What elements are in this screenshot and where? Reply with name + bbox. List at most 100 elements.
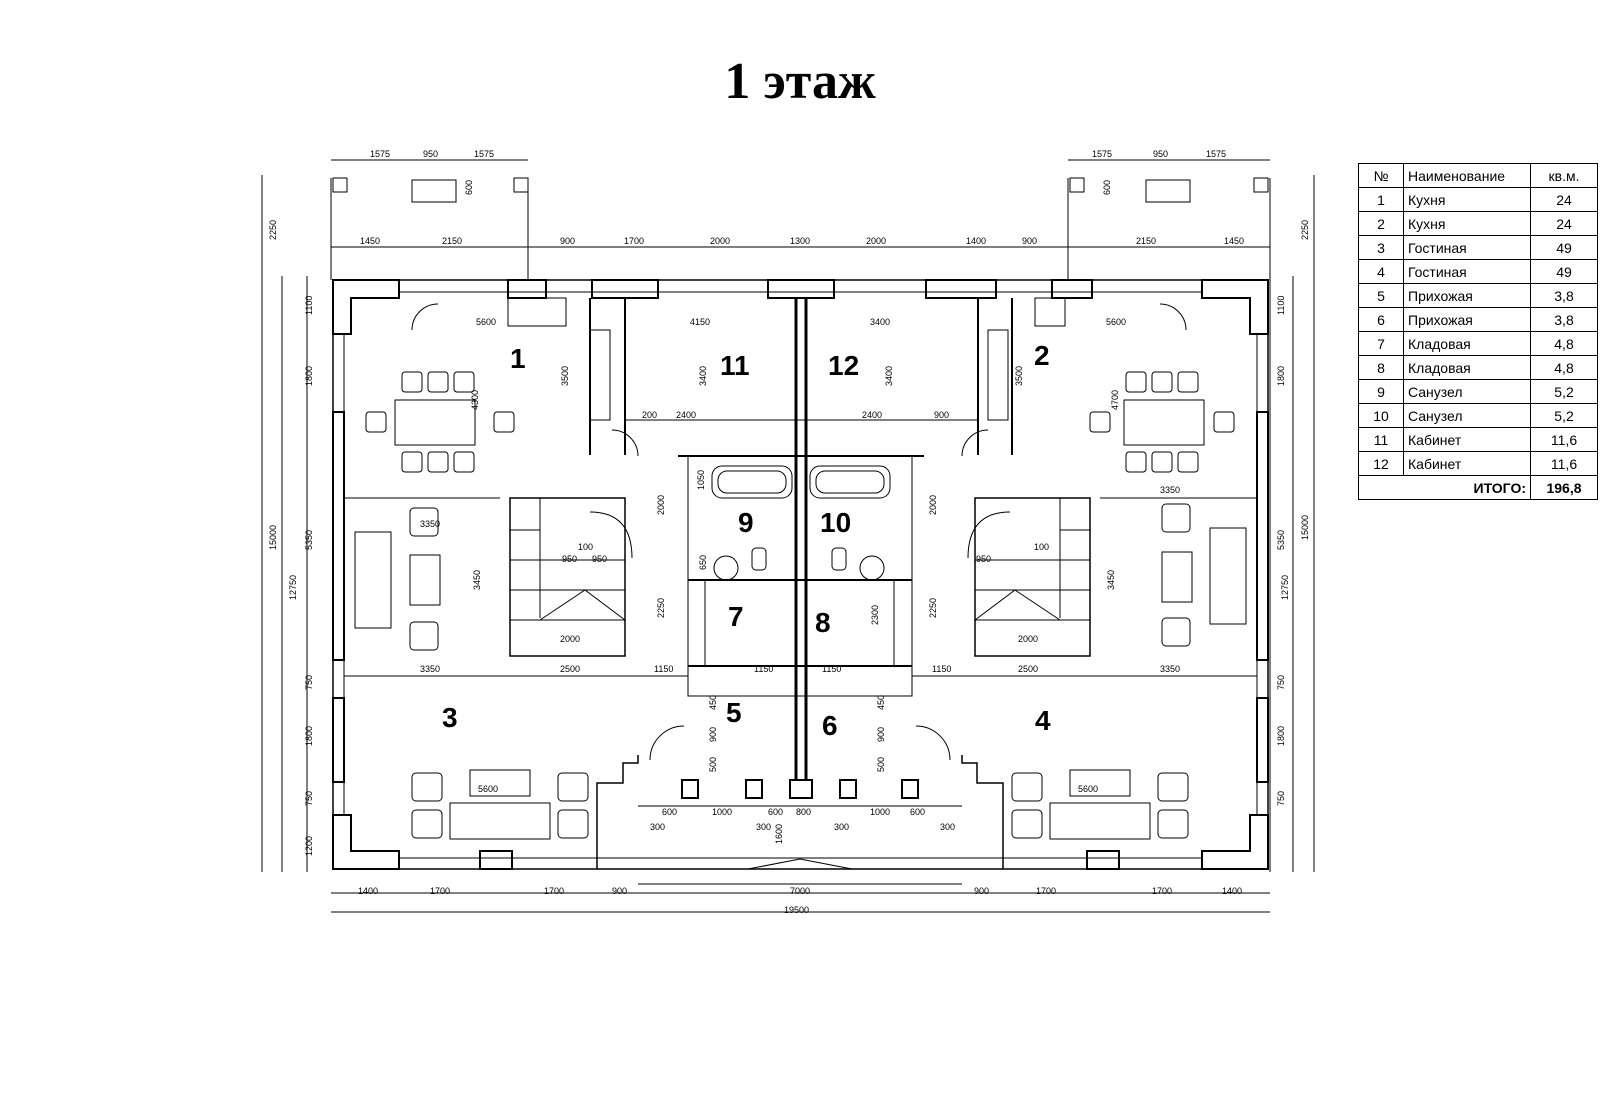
dim-label: 200 bbox=[642, 410, 657, 420]
dim-label: 1575 bbox=[1206, 149, 1226, 159]
bathtub-icon bbox=[809, 465, 891, 499]
dim-label: 7000 bbox=[790, 886, 810, 896]
dim-label: 2150 bbox=[1136, 236, 1156, 246]
room-number: 5 bbox=[726, 697, 742, 728]
window-left bbox=[332, 411, 345, 661]
room-area: 5,2 bbox=[1530, 379, 1598, 404]
door-swing bbox=[411, 303, 439, 331]
room-name: Санузел bbox=[1403, 379, 1531, 404]
porch-column bbox=[513, 177, 529, 193]
room-name: Гостиная bbox=[1403, 235, 1531, 260]
row-number: 2 bbox=[1358, 211, 1404, 236]
dim-label: 900 bbox=[1022, 236, 1037, 246]
dim-label: 2250 bbox=[268, 220, 278, 240]
dim-label: 12750 bbox=[288, 575, 298, 600]
dim-label: 1800 bbox=[1276, 726, 1286, 746]
wall-pier bbox=[479, 850, 513, 870]
table-total-row: ИТОГО: 196,8 bbox=[1358, 475, 1598, 500]
room-area: 24 bbox=[1530, 187, 1598, 212]
wall-pier bbox=[507, 279, 547, 299]
wall-pier bbox=[1051, 279, 1093, 299]
total-label: ИТОГО: bbox=[1358, 475, 1531, 500]
dim-label: 1150 bbox=[822, 664, 841, 674]
dim-label: 450 bbox=[876, 695, 886, 710]
room-area: 24 bbox=[1530, 211, 1598, 236]
room-name: Прихожая bbox=[1403, 283, 1531, 308]
dim-label: 500 bbox=[708, 757, 718, 772]
sink-icon bbox=[713, 555, 739, 581]
corner-block-se bbox=[1201, 814, 1269, 870]
row-number: 9 bbox=[1358, 379, 1404, 404]
porch-column bbox=[1069, 177, 1085, 193]
entrance-pier bbox=[901, 779, 919, 799]
dim-label: 300 bbox=[834, 822, 849, 832]
kitchen-counter bbox=[589, 329, 611, 421]
dim-label: 900 bbox=[876, 727, 886, 742]
room-area: 49 bbox=[1530, 235, 1598, 260]
dim-label: 950 bbox=[423, 149, 438, 159]
window-left-lower bbox=[332, 697, 345, 783]
row-number: 11 bbox=[1358, 427, 1404, 452]
dim-label: 2250 bbox=[656, 598, 666, 618]
dim-label: 2000 bbox=[928, 495, 938, 515]
dim-label: 900 bbox=[560, 236, 575, 246]
page-title: 1 этаж bbox=[724, 53, 876, 110]
total-value: 196,8 bbox=[1530, 475, 1598, 500]
entrance-pier bbox=[789, 779, 813, 799]
porch-canopy bbox=[1145, 179, 1191, 203]
toilet-icon bbox=[751, 547, 767, 571]
corner-block-ne bbox=[1201, 279, 1269, 335]
porch-post-line bbox=[330, 178, 529, 280]
dim-label: 100 bbox=[1034, 542, 1049, 552]
porch-column bbox=[332, 177, 348, 193]
dim-label: 750 bbox=[304, 791, 314, 806]
porch-canopy bbox=[411, 179, 457, 203]
dim-label: 750 bbox=[304, 675, 314, 690]
dim-label: 3350 bbox=[420, 519, 440, 529]
dim-label: 2250 bbox=[1300, 220, 1310, 240]
room-number: 9 bbox=[738, 507, 754, 538]
room-number: 7 bbox=[728, 601, 744, 632]
dim-label: 950 bbox=[976, 554, 991, 564]
dim-label: 1575 bbox=[370, 149, 390, 159]
sofa-set bbox=[1011, 769, 1189, 840]
wall-pier bbox=[925, 279, 997, 299]
dim-label: 3400 bbox=[884, 366, 894, 386]
dim-label: 3350 bbox=[1160, 485, 1180, 495]
dim-label: 1575 bbox=[1092, 149, 1112, 159]
room-area: 11,6 bbox=[1530, 427, 1598, 452]
dim-label: 1700 bbox=[624, 236, 644, 246]
dim-label: 1100 bbox=[304, 296, 314, 315]
dim-label: 1300 bbox=[790, 236, 810, 246]
room-name: Санузел bbox=[1403, 403, 1531, 428]
porch-post-line bbox=[1067, 178, 1271, 280]
dim-label: 5600 bbox=[476, 317, 496, 327]
room-number: 4 bbox=[1035, 705, 1051, 736]
dim-label: 900 bbox=[708, 727, 718, 742]
room-number: 11 bbox=[720, 350, 750, 381]
dim-label: 300 bbox=[756, 822, 771, 832]
room-name: Кухня bbox=[1403, 211, 1531, 236]
room-name: Кладовая bbox=[1403, 355, 1531, 380]
entrance-pier bbox=[681, 779, 699, 799]
row-number: 7 bbox=[1358, 331, 1404, 356]
room-area: 3,8 bbox=[1530, 283, 1598, 308]
room-number: 8 bbox=[815, 607, 831, 638]
dim-label: 300 bbox=[940, 822, 955, 832]
dim-label: 2000 bbox=[656, 495, 666, 515]
dim-label: 3450 bbox=[472, 570, 482, 590]
dim-label: 100 bbox=[578, 542, 593, 552]
dim-label: 900 bbox=[974, 886, 989, 896]
dim-label: 4150 bbox=[690, 317, 710, 327]
room-area: 4,8 bbox=[1530, 355, 1598, 380]
row-number: 4 bbox=[1358, 259, 1404, 284]
dim-label: 600 bbox=[910, 807, 925, 817]
dim-label: 1150 bbox=[932, 664, 951, 674]
dim-label: 1600 bbox=[774, 824, 784, 844]
